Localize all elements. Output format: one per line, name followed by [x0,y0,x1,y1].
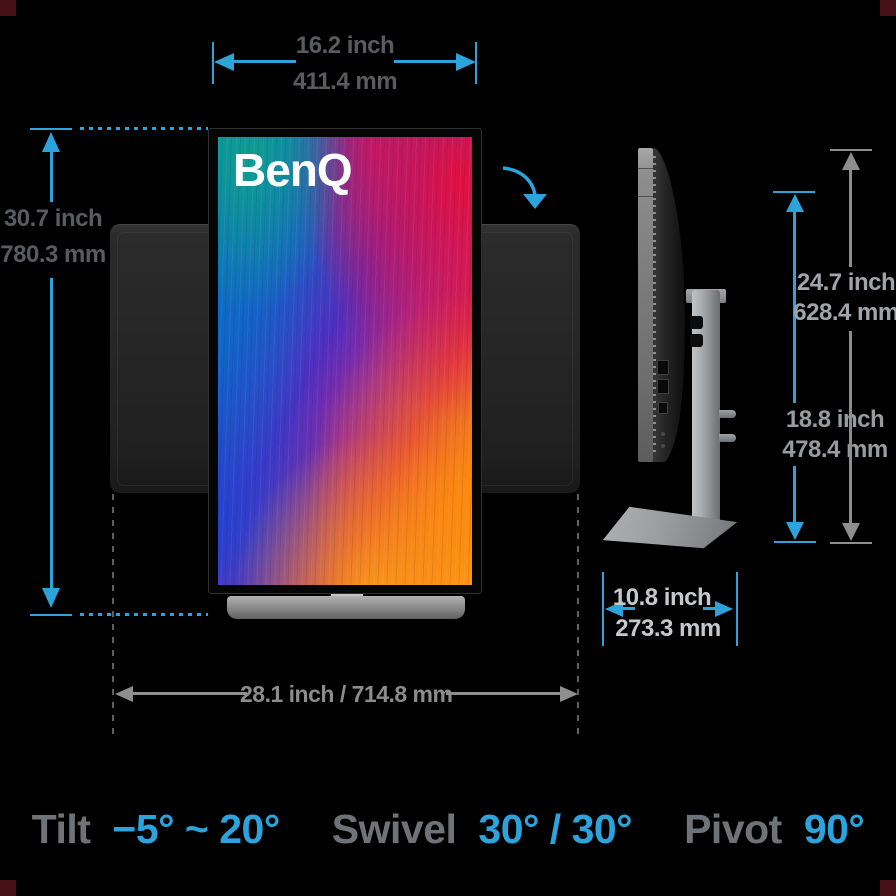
pivot-value: 90° [803,806,865,852]
side-view-panel-front [638,148,653,462]
side-view-cable-cutout [690,334,703,347]
side-view-port [658,402,668,414]
dim-top-shaft-left [232,60,296,63]
side-view-port [657,379,669,394]
dim-left-arrowhead-up-icon [42,132,60,152]
swivel-value: 30° / 30° [478,806,633,852]
side-view-cable-cutout [690,316,703,329]
dim-top-shaft-right [394,60,456,63]
dim-depth-arrowhead-right-icon [715,601,733,617]
side-view-panel-seam [638,196,653,197]
dim-portrait-height-inch: 30.7 inch [3,205,103,232]
dim-stand-height-mm: 478.4 mm [782,436,888,463]
swivel-spec: Swivel 30° / 30° [331,806,633,853]
dim-left-arrowhead-down-icon [42,588,60,608]
dim-stand-arrowhead-down-icon [786,522,804,540]
side-view-port [657,360,669,375]
dim-portrait-width-inch: 16.2 inch [295,32,395,59]
tilt-value: −5° ~ 20° [112,806,280,852]
dim-left-shaft-bottom [50,278,53,590]
corner-marker [0,880,16,896]
dim-stand-height-inch: 18.8 inch [785,406,885,433]
dim-width-shaft-right [446,692,562,695]
dim-total-arrowhead-down-icon [842,523,860,541]
dim-total-tick-bottom [830,542,872,544]
side-view-cable-hook [719,410,736,418]
side-view-cable-hook [719,434,736,442]
dim-total-height-inch: 24.7 inch [796,269,896,296]
pivot-label: Pivot [684,806,782,852]
dim-base-depth-mm: 273.3 mm [615,615,721,642]
corner-marker [880,0,896,16]
dim-landscape-width: 28.1 inch / 714.8 mm [240,681,453,707]
pivot-rotation-arrow-icon [502,166,547,209]
corner-marker [0,0,16,16]
dim-width-shaft-left [131,692,247,695]
dim-total-height-mm: 628.4 mm [793,299,896,326]
dashed-guide-right [577,494,579,734]
dim-base-depth-inch: 10.8 inch [612,584,712,611]
dim-stand-tick-bottom [774,541,816,543]
dim-depth-arrowhead-left-icon [605,601,623,617]
swivel-label: Swivel [331,806,457,852]
dim-top-arrowhead-left-icon [214,53,234,71]
dim-depth-tick-right [736,572,738,646]
side-view-panel-seam [638,168,653,169]
dim-stand-tick-top [773,191,815,193]
dim-total-arrowhead-up-icon [842,152,860,170]
dim-portrait-width-mm: 411.4 mm [292,68,398,95]
dim-width-arrowhead-left-icon [115,686,133,702]
dim-left-dotted-bottom [80,613,208,616]
dim-portrait-height-mm: 780.3 mm [0,241,106,268]
dim-left-tick-bottom [30,614,72,616]
dim-left-shaft-top [50,150,53,202]
dim-top-arrowhead-right-icon [456,53,476,71]
dim-depth-stub-left [621,607,635,610]
dim-depth-tick-left [602,572,604,646]
dim-left-tick-top [30,128,72,130]
corner-marker [880,880,896,896]
dim-stand-shaft-bottom [793,466,796,524]
dim-stand-arrowhead-up-icon [786,194,804,212]
side-view-vents [653,156,656,456]
dim-depth-stub-right [703,607,717,610]
dim-stand-shaft-top [793,211,796,403]
dim-top-tick-left [212,42,214,84]
dim-total-shaft-top [849,169,852,267]
side-view-screw-dot [661,444,665,448]
portrait-stand-base [227,596,465,619]
monitor-screen-artwork [218,137,472,585]
ergonomics-row: Tilt −5° ~ 20° Swivel 30° / 30° Pivot 90… [0,806,896,853]
pivot-spec: Pivot 90° [684,806,865,853]
tilt-label: Tilt [31,806,91,852]
dim-width-arrowhead-right-icon [560,686,578,702]
side-view-screw-dot [661,432,665,436]
dim-left-dotted-top [80,127,208,130]
tilt-spec: Tilt −5° ~ 20° [31,806,281,853]
side-view-stand-column [692,290,720,532]
dim-total-tick-top [830,149,872,151]
dim-total-shaft-bottom [849,331,852,525]
portrait-monitor: BenQ [208,128,482,594]
benq-logo: BenQ [233,144,353,196]
dim-top-tick-right [475,42,477,84]
